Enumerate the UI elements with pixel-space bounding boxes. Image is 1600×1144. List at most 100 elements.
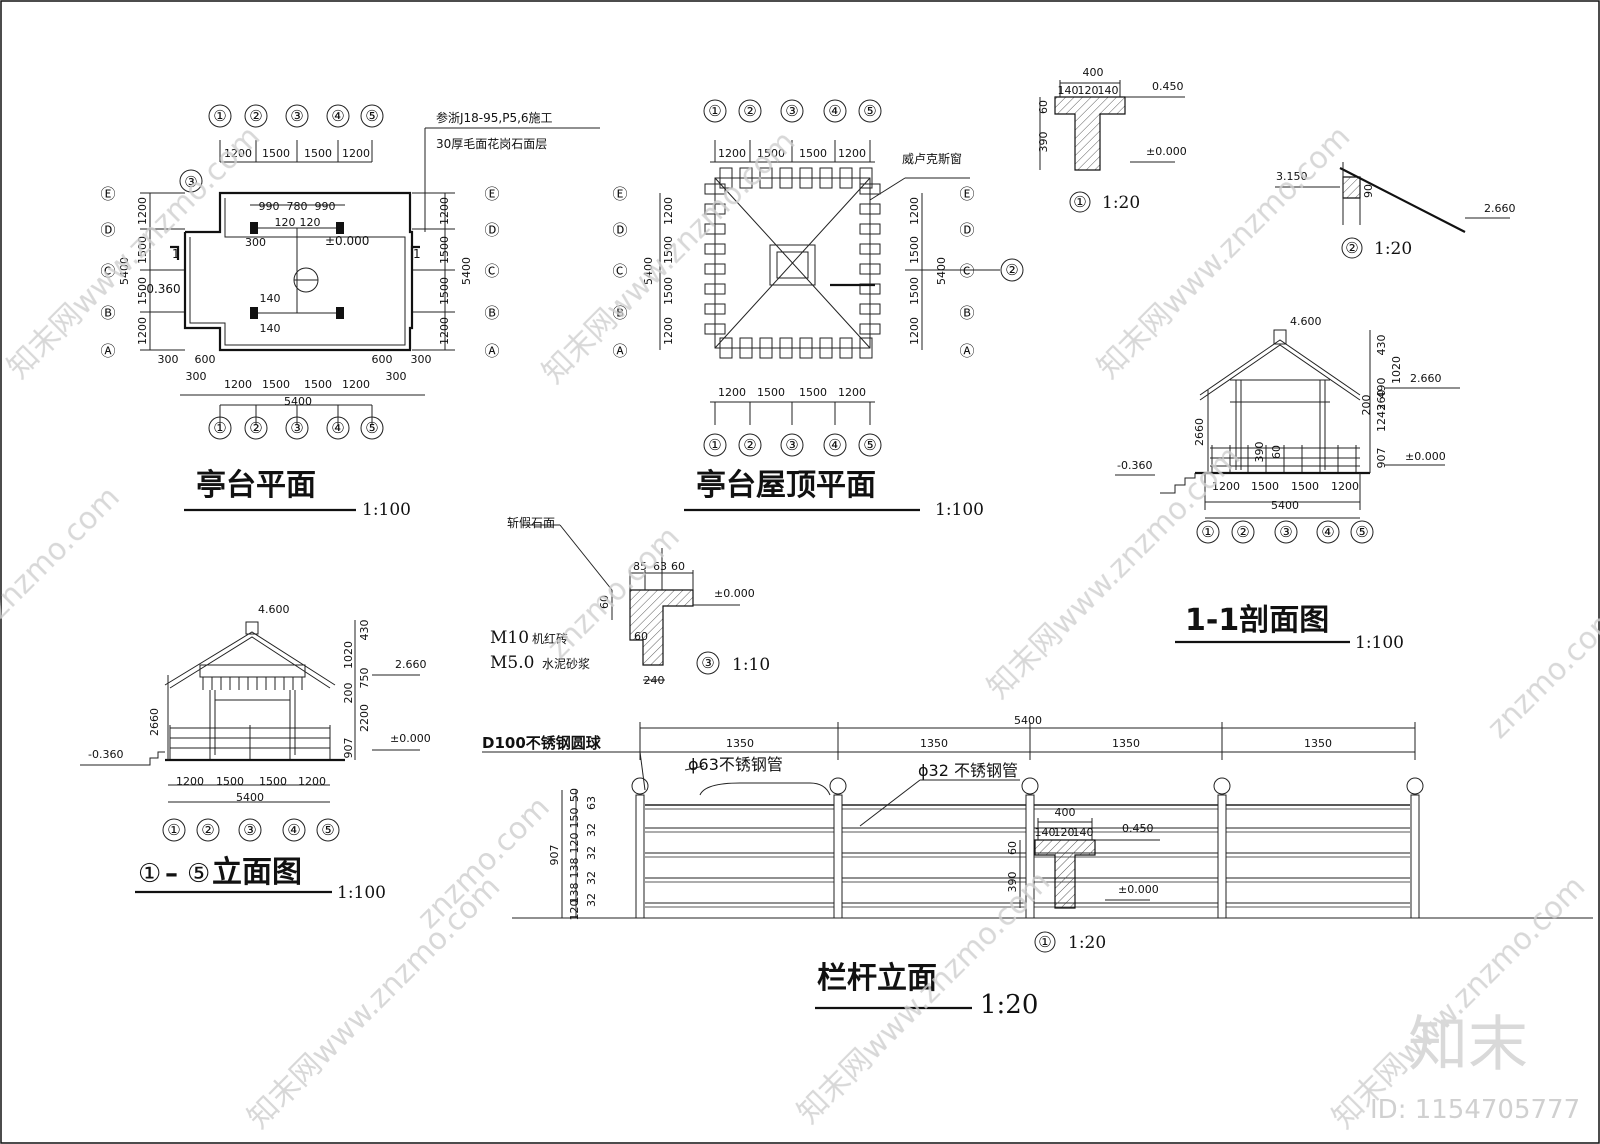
rail-post	[1410, 794, 1420, 919]
rail-ball-note: D100不锈钢圆球	[482, 734, 602, 752]
roof-left-1500a: 1500	[662, 236, 675, 264]
rail-v63: 63	[585, 796, 598, 810]
brand-logo: 知末	[1408, 1010, 1528, 1080]
section-level-top: 4.600	[1290, 315, 1322, 328]
pavilion-roof-plan: ① ② ③ ④ ⑤ ① ② ③ ④ ⑤ Ⓔ Ⓓ Ⓒ Ⓑ Ⓐ Ⓔ Ⓓ Ⓒ Ⓑ Ⓐ …	[612, 99, 1024, 520]
plan-axis-E-right: Ⓔ	[484, 185, 499, 203]
rail-pipe32-note: ϕ32 不锈钢管	[918, 761, 1018, 780]
roof-axis-3: ③	[785, 102, 798, 120]
detail-3-cap: 斩假石面 85 63 60 60 60 240 ±0.000 M10 机红砖 M…	[490, 516, 770, 687]
rafter-bottom	[859, 337, 873, 359]
rail-detail-d120: 120	[1054, 826, 1075, 839]
detail1-level-0: ±0.000	[1146, 145, 1187, 158]
plan-axis-C: Ⓒ	[100, 262, 115, 280]
section-axis-1: ①	[1201, 523, 1214, 541]
railing-posts	[631, 777, 1424, 919]
plan-dim-top-3: 1500	[304, 147, 332, 160]
roof-dim-bot-3: 1500	[799, 386, 827, 399]
roof-axis-bottom-1: ①	[708, 436, 721, 454]
roof-rafters	[704, 167, 881, 359]
plan-dim-120a: 120	[275, 216, 296, 229]
elev-level-top: 4.600	[258, 603, 290, 616]
plan-dim-600-br: 600	[372, 353, 393, 366]
plan-section-tag-right: 1	[413, 247, 421, 261]
elev-axis-1: ①	[167, 821, 180, 839]
rail-v120a: 120	[568, 833, 581, 854]
rafter-left	[704, 223, 726, 235]
rafter-top	[739, 167, 753, 189]
detail3-note-stone: 斩假石面	[507, 516, 555, 530]
plan-dim-600-bl: 600	[195, 353, 216, 366]
elev-v2660: 2660	[148, 708, 161, 736]
rail-detail-d60: 60	[1006, 841, 1019, 855]
rafter-right	[859, 263, 881, 275]
plan-right-1200b: 1200	[438, 317, 451, 345]
elev-axis-4: ④	[287, 821, 300, 839]
plan-axis-bottom-5: ⑤	[365, 419, 378, 437]
section-scale: 1:100	[1355, 633, 1404, 653]
rafter-left	[704, 203, 726, 215]
section-rail	[1210, 445, 1360, 473]
plan-axis-E: Ⓔ	[100, 185, 115, 203]
detail3-v60a: 60	[598, 595, 611, 609]
rafter-right	[859, 243, 881, 255]
detail3-mortar: M5.0	[490, 653, 534, 673]
roof-right-1500b: 1500	[908, 277, 921, 305]
rail-ball	[1406, 777, 1424, 795]
section-dim-4: 1200	[1331, 480, 1359, 493]
elev-level-0: ±0.000	[390, 732, 431, 745]
pavilion-plan: ① ② ③ ④ ⑤ ① ② ③ ④ ⑤ Ⓔ Ⓓ Ⓒ Ⓑ Ⓐ Ⓔ Ⓓ Ⓒ Ⓑ Ⓐ …	[100, 104, 600, 520]
plan-axis-5: ⑤	[365, 107, 378, 125]
detail3-d85: 85	[633, 560, 647, 573]
detail1-d390: 390	[1037, 132, 1050, 153]
rail-v32d: 32	[585, 893, 598, 907]
plan-axis-1: ①	[213, 107, 226, 125]
roof-axis-4: ④	[828, 102, 841, 120]
roof-section-2-tag: ②	[1005, 261, 1018, 279]
roof-axis-D: Ⓓ	[612, 221, 627, 239]
rail-detail-scale: 1:20	[1068, 933, 1106, 953]
plan-axis-3: ③	[290, 107, 303, 125]
roof-dim-bot-2: 1500	[757, 386, 785, 399]
section-axis-4: ④	[1321, 523, 1334, 541]
elevation-rail	[169, 725, 331, 760]
rail-detail-tag: ①	[1038, 933, 1051, 951]
rafter-left	[704, 263, 726, 275]
roof-axis-bottom-3: ③	[785, 436, 798, 454]
detail1-scale: 1:20	[1102, 193, 1140, 213]
roof-axis-5: ⑤	[863, 102, 876, 120]
elev-dim-4: 1200	[298, 775, 326, 788]
detail1-d120: 120	[1078, 84, 1099, 97]
rail-post	[635, 794, 645, 919]
roof-right-1200b: 1200	[908, 317, 921, 345]
plan-axis-D-right: Ⓓ	[484, 221, 499, 239]
plan-right-1200a: 1200	[438, 197, 451, 225]
rafter-left	[704, 303, 726, 315]
roof-axis-D-right: Ⓓ	[959, 221, 974, 239]
elev-axis-2: ②	[201, 821, 214, 839]
elev-title-rest: 立面图	[212, 855, 302, 890]
detail1-tag: ①	[1073, 193, 1086, 211]
elev-scale: 1:100	[337, 883, 386, 903]
rafter-bottom	[819, 337, 833, 359]
plan-level-neg: -0.360	[142, 282, 181, 296]
rafter-top	[839, 167, 853, 189]
section-v60: 60	[1270, 445, 1283, 459]
rail-detail-d390: 390	[1006, 872, 1019, 893]
rafter-bottom	[799, 337, 813, 359]
plan-axis-C-right: Ⓒ	[484, 262, 499, 280]
plan-left-1500b: 1500	[136, 277, 149, 305]
roof-right-1200a: 1200	[908, 197, 921, 225]
section-v200: 200	[1360, 395, 1373, 416]
rail-v138b: 138	[568, 883, 581, 904]
rail-post	[1217, 794, 1227, 919]
detail3-level-0: ±0.000	[714, 587, 755, 600]
rail-v32b: 32	[585, 846, 598, 860]
roof-axis-1: ①	[708, 102, 721, 120]
roof-left-1200a: 1200	[662, 197, 675, 225]
detail-2-eave: 3.150 2.660 90 ② 1:20	[1275, 162, 1516, 259]
rail-v32c: 32	[585, 871, 598, 885]
roof-axis-bottom-5: ⑤	[863, 436, 876, 454]
plan-note-ref: 参浙J18-95,P5,6施工	[436, 110, 553, 125]
rafter-bottom	[739, 337, 753, 359]
